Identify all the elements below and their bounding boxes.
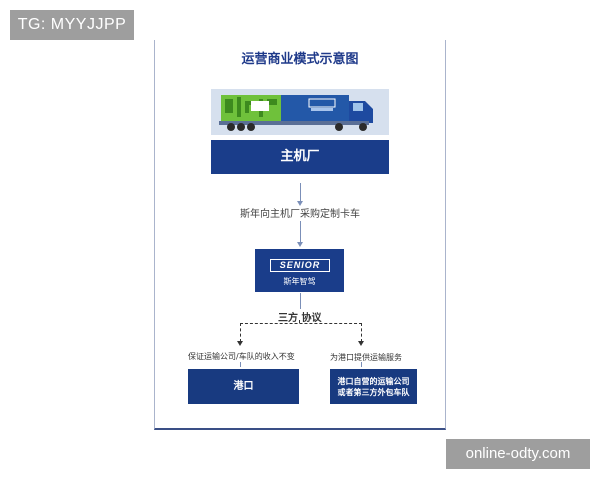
- senior-logo: SENIOR: [270, 259, 330, 272]
- left-caption: 保证运输公司/车队的收入不变: [188, 352, 295, 361]
- arrow-oem-down: [300, 183, 301, 203]
- arrow-purchase-head: [297, 242, 303, 247]
- dash-center: [299, 320, 300, 323]
- truck-illustration: [211, 89, 389, 135]
- oem-box: 主机厂: [211, 140, 389, 174]
- diagram-card: [154, 40, 446, 430]
- senior-logo-box: SENIOR 斯年智驾: [255, 249, 344, 292]
- dash-horizontal: [240, 323, 362, 324]
- arrow-left-down: [240, 362, 241, 367]
- truck-graphic: [211, 89, 389, 135]
- fleet-line-2: 或者第三方外包车队: [337, 388, 410, 397]
- dash-right-head: [358, 341, 364, 346]
- tg-tag: TG: MYYJJPP: [10, 10, 134, 40]
- dash-right: [361, 323, 362, 342]
- senior-subtitle: 斯年智驾: [283, 277, 316, 286]
- arrow-oem-head: [297, 201, 303, 206]
- fleet-line-1: 港口自营的运输公司: [337, 377, 410, 386]
- arrow-right-down: [361, 362, 362, 367]
- watermark: online-odty.com: [446, 439, 590, 469]
- arrow-senior-down: [300, 293, 301, 309]
- diagram-title: 运营商业模式示意图: [241, 52, 359, 67]
- three-party-agreement: 三方 协议: [278, 313, 322, 324]
- dash-left: [240, 323, 241, 342]
- arrow-purchase-down: [300, 221, 301, 243]
- purchase-caption: 斯年向主机厂采购定制卡车: [240, 209, 360, 220]
- port-box: 港口: [188, 369, 299, 404]
- right-caption: 为港口提供运输服务: [330, 353, 402, 362]
- dash-left-head: [237, 341, 243, 346]
- fleet-box: 港口自营的运输公司 或者第三方外包车队: [330, 369, 417, 404]
